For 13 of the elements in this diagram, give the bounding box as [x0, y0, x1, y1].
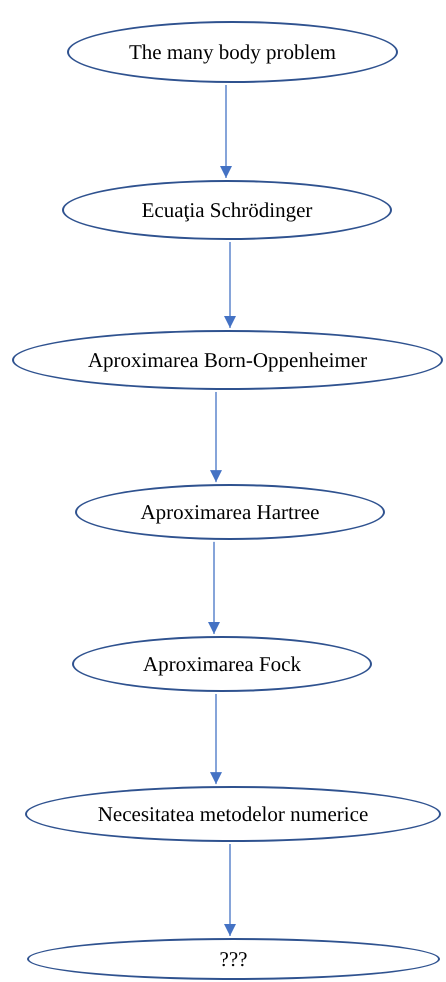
node-label: ??? — [220, 946, 248, 972]
node-label: Aproximarea Born-Oppenheimer — [88, 348, 368, 372]
arrow — [208, 542, 220, 634]
arrow — [210, 392, 222, 482]
node-label: Aproximarea Hartree — [140, 500, 320, 524]
arrow — [220, 84, 232, 178]
arrow — [224, 844, 236, 936]
arrow — [224, 242, 236, 328]
node-label: Necesitatea metodelor numerice — [98, 802, 368, 826]
node-label: The many body problem — [128, 40, 336, 64]
node-label: Aproximarea Fock — [142, 652, 302, 676]
arrow — [210, 694, 222, 784]
node-label: Ecuaţia Schrödinger — [142, 198, 312, 222]
